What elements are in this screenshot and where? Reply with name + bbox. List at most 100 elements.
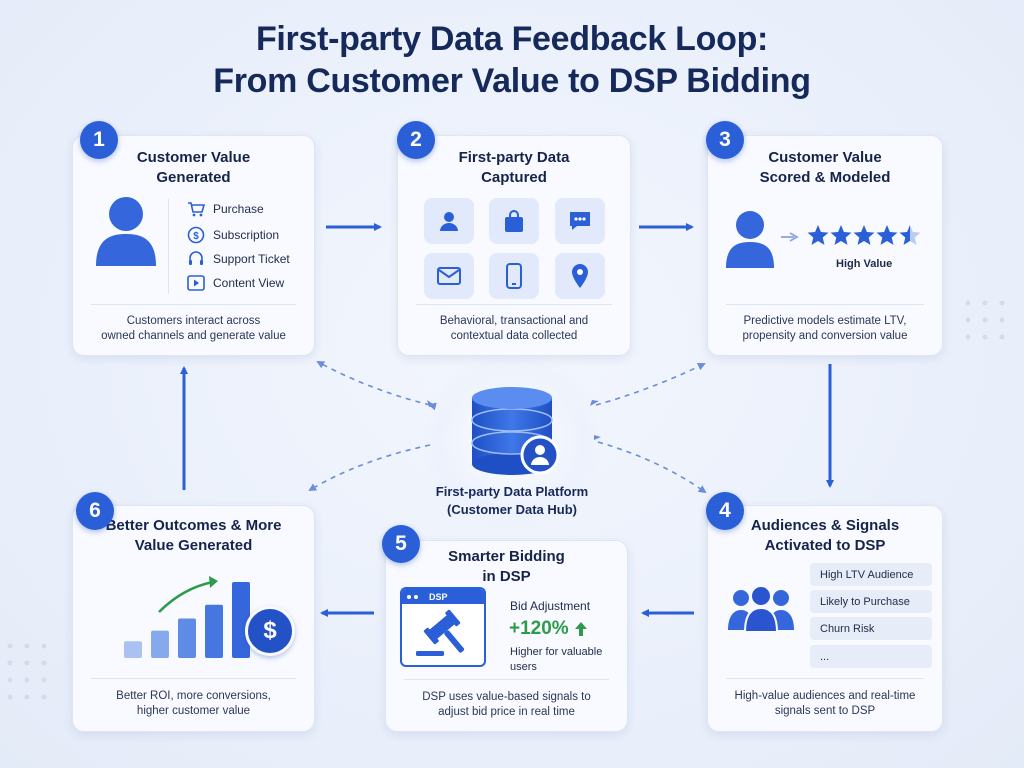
tile-shopping-bag — [489, 198, 539, 244]
step-3-title: Customer Value Scored & Modeled — [708, 148, 942, 188]
step-5-desc-line-1: DSP uses value-based signals to — [422, 691, 591, 703]
step-card-5: Smarter Bidding in DSP DSP Bid Adjustmen… — [385, 540, 628, 732]
window-dot — [414, 594, 418, 599]
step-4-divider — [726, 678, 924, 679]
window-dot — [407, 594, 411, 599]
bid-label: Bid Adjustment — [510, 599, 591, 613]
hub-label-line-1: First-party Data Platform — [435, 484, 589, 499]
arrow-up-icon — [574, 622, 587, 636]
step-card-6: Better Outcomes & More Value Generated $… — [72, 505, 315, 732]
channel-label-purchase: Purchase — [213, 202, 264, 216]
channel-content-view: Content View — [187, 275, 284, 291]
step-3-title-line-1: Customer Value — [768, 149, 882, 166]
step-2-title-line-1: First-party Data — [458, 149, 570, 166]
step-1-desc-line-2: owned channels and generate value — [101, 330, 286, 342]
dsp-window-titlebar: DSP — [402, 589, 484, 604]
step-6-desc-line-1: Better ROI, more conversions, — [116, 690, 271, 702]
star-icon — [807, 225, 829, 245]
dot-grid-right — [965, 300, 1005, 340]
tile-mobile — [489, 253, 539, 299]
star-icon — [830, 225, 852, 245]
page-title: First-party Data Feedback Loop: From Cus… — [0, 18, 1024, 102]
step-card-1: Customer Value Generated Purchase $ Subs… — [72, 135, 315, 356]
dsp-window-label: DSP — [429, 591, 448, 602]
channel-label-support-ticket: Support Ticket — [213, 252, 290, 266]
step-badge-3: 3 — [706, 121, 744, 159]
step-1-title-line-1: Customer Value — [136, 149, 251, 166]
cart-icon — [188, 202, 206, 217]
step-2-desc-line-2: contextual data collected — [450, 330, 578, 342]
step-card-4: Audiences & Signals Activated to DSP Hig… — [707, 505, 943, 732]
audience-item-3: Churn Risk — [810, 617, 932, 640]
tile-user — [424, 198, 474, 244]
growth-bar — [151, 630, 169, 658]
dsp-window: DSP — [400, 587, 486, 667]
channel-label-subscription: Subscription — [213, 228, 280, 242]
star-icon — [853, 225, 875, 245]
growth-bar — [124, 641, 142, 658]
step-3-desc-line-1: Predictive models estimate LTV, — [743, 315, 907, 327]
location-pin-icon — [572, 264, 588, 288]
hub-connectors — [308, 361, 707, 494]
mail-icon — [437, 267, 461, 285]
step-2-title-line-2: Captured — [481, 169, 547, 186]
arrow-right-icon — [781, 232, 799, 242]
bid-note-line-1: Higher for valuable — [510, 646, 603, 658]
step-5-title-line-1: Smarter Bidding — [448, 548, 565, 565]
step-5-title: Smarter Bidding in DSP — [386, 547, 627, 587]
tile-chat — [555, 198, 605, 244]
growth-bar — [205, 604, 223, 658]
chat-icon — [570, 212, 590, 230]
step-3-desc-line-2: propensity and conversion value — [742, 330, 908, 342]
star-icon — [876, 225, 898, 245]
star-icon — [899, 225, 921, 245]
step-badge-6: 6 — [76, 492, 114, 530]
customer-avatar-icon — [726, 211, 774, 268]
step-1-desc-line-1: Customers interact across — [126, 315, 261, 327]
step-6-title-line-2: Value Generated — [134, 537, 253, 554]
tile-mail — [424, 253, 474, 299]
dot-grid-left — [7, 643, 47, 700]
step-6-title-line-1: Better Outcomes & More — [105, 517, 282, 534]
bid-note: Higher for valuable users — [510, 645, 602, 675]
coin-symbol: $ — [263, 617, 277, 644]
bid-value: +120% — [509, 618, 569, 639]
step-2-desc-line-1: Behavioral, transactional and — [439, 315, 589, 327]
user-icon — [440, 212, 458, 231]
gavel-icon — [416, 609, 465, 656]
step-5-desc-line-2: adjust bid price in real time — [438, 706, 575, 718]
svg-text:$: $ — [193, 231, 199, 242]
step-1-title-line-2: Generated — [156, 169, 231, 186]
step-badge-4: 4 — [706, 492, 744, 530]
headset-icon — [189, 251, 203, 265]
step-1-divider — [91, 304, 296, 305]
step-5-divider — [404, 679, 609, 680]
step-6-description: Better ROI, more conversions, higher cus… — [73, 689, 314, 719]
step-card-2: First-party Data Captured Behavioral, tr… — [397, 135, 631, 356]
step-1-divider-v — [168, 199, 169, 294]
step-3-title-line-2: Scored & Modeled — [759, 169, 891, 186]
step-5-title-line-2: in DSP — [482, 568, 531, 585]
rating-label: High Value — [836, 258, 893, 270]
audience-item-2: Likely to Purchase — [810, 590, 932, 613]
step-4-title-line-2: Activated to DSP — [764, 537, 886, 554]
coin-icon: $ — [245, 606, 295, 656]
step-1-title: Customer Value Generated — [73, 148, 314, 188]
step-2-description: Behavioral, transactional and contextual… — [398, 314, 630, 344]
mobile-icon — [506, 263, 522, 289]
title-line-2: From Customer Value to DSP Bidding — [213, 62, 811, 100]
star-rating — [807, 225, 921, 245]
step-3-divider — [726, 304, 924, 305]
growth-arrow — [158, 580, 214, 613]
step-4-title-line-1: Audiences & Signals — [750, 517, 900, 534]
channel-support-ticket: Support Ticket — [187, 250, 290, 268]
step-2-divider — [416, 304, 612, 305]
growth-bar — [178, 618, 196, 658]
bid-note-line-2: users — [510, 661, 537, 673]
channel-purchase: Purchase — [187, 201, 264, 217]
channel-label-content-view: Content View — [213, 276, 285, 290]
title-line-1: First-party Data Feedback Loop: — [255, 20, 769, 58]
step-card-3: Customer Value Scored & Modeled High Val… — [707, 135, 943, 356]
step-4-desc-line-1: High-value audiences and real-time — [734, 690, 916, 702]
user-badge-icon — [520, 435, 560, 475]
